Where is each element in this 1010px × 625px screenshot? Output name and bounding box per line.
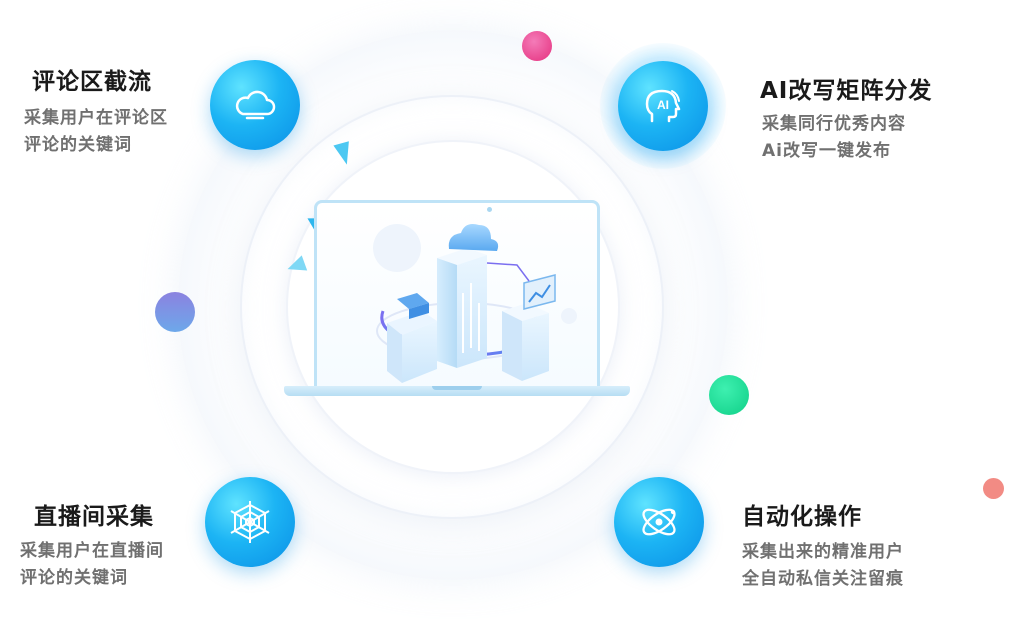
ai-feature-title: AI改写矩阵分发 [760,78,933,104]
cloud-icon [235,90,276,120]
laptop-screen [314,200,600,388]
ai-feature-badge: AI [618,61,708,151]
laptop-illustration [284,200,630,400]
live-feature-badge [205,477,295,567]
comment-feature-badge [210,60,300,150]
ai-feature-desc-line1: 采集同行优秀内容 [762,114,906,134]
auto-feature-title: 自动化操作 [742,504,862,530]
pink-dot [522,31,552,61]
auto-feature-desc-line2: 全自动私信关注留痕 [742,569,904,589]
spider-web-icon [230,501,270,543]
atom-icon [642,508,676,536]
auto-feature-badge [614,477,704,567]
coral-dot [983,478,1004,499]
purple-dot [155,292,195,332]
comment-feature-desc-line2: 评论的关键词 [24,135,132,155]
laptop-base [284,386,630,396]
ai-head-icon: AI [645,89,681,123]
ai-icon-text: AI [657,98,669,112]
live-feature-desc-line2: 评论的关键词 [20,568,128,588]
laptop-notch [432,386,482,390]
comment-feature-title: 评论区截流 [32,69,152,95]
laptop-camera [487,207,492,212]
ai-feature-desc-line2: Ai改写一键发布 [762,141,891,161]
cloud-data-illustration [373,224,577,383]
auto-feature-desc-line1: 采集出来的精准用户 [742,542,904,562]
green-dot [709,375,749,415]
comment-feature-desc-line1: 采集用户在评论区 [24,108,168,128]
live-feature-desc-line1: 采集用户在直播间 [20,541,164,561]
live-feature-title: 直播间采集 [34,504,154,530]
